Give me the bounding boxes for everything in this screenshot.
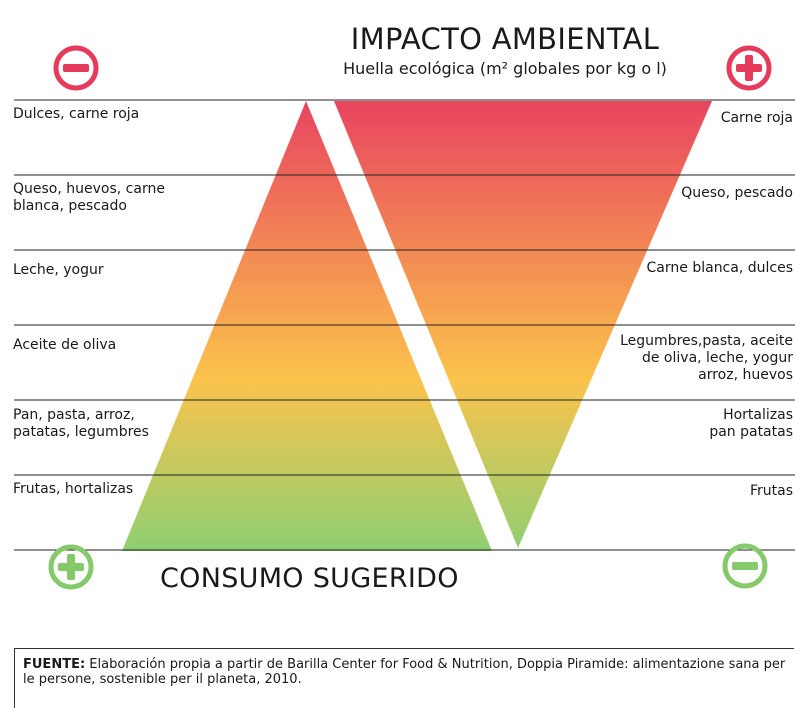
suggested-consumption-title: CONSUMO SUGERIDO [160, 563, 459, 594]
left-level-label: Leche, yogur [13, 262, 104, 278]
right-level-label: Hortalizas pan patatas [709, 407, 793, 440]
right-level-label: Legumbres,pasta, aceite de oliva, leche,… [620, 333, 793, 383]
source-text: Elaboración propia a partir de Barilla C… [23, 657, 786, 687]
level-lines [14, 99, 795, 551]
right-level-label: Frutas [749, 483, 793, 499]
environmental-impact-subtitle: Huella ecológica (m² globales por kg o l… [343, 59, 667, 78]
minus-icon-top [53, 45, 99, 91]
plus-icon-top [726, 45, 772, 91]
environmental-impact-title: IMPACTO AMBIENTAL [350, 22, 660, 56]
minus-icon-bottom [722, 543, 768, 589]
left-level-label: Dulces, carne roja [13, 106, 140, 122]
left-level-label: Pan, pasta, arroz, patatas, legumbres [13, 407, 149, 440]
left-level-label: Frutas, hortalizas [13, 481, 134, 497]
food-pyramid-triangle [122, 101, 492, 551]
right-level-label: Queso, pescado [681, 185, 793, 201]
right-level-label: Carne roja [720, 110, 793, 126]
left-level-label: Aceite de oliva [13, 337, 117, 353]
plus-icon-bottom [48, 544, 94, 590]
right-level-label: Carne blanca, dulces [646, 260, 793, 276]
source-label: FUENTE: [23, 657, 86, 672]
left-level-label: Queso, huevos, carne blanca, pescado [13, 181, 165, 214]
source-note: FUENTE: Elaboración propia a partir de B… [14, 648, 794, 708]
